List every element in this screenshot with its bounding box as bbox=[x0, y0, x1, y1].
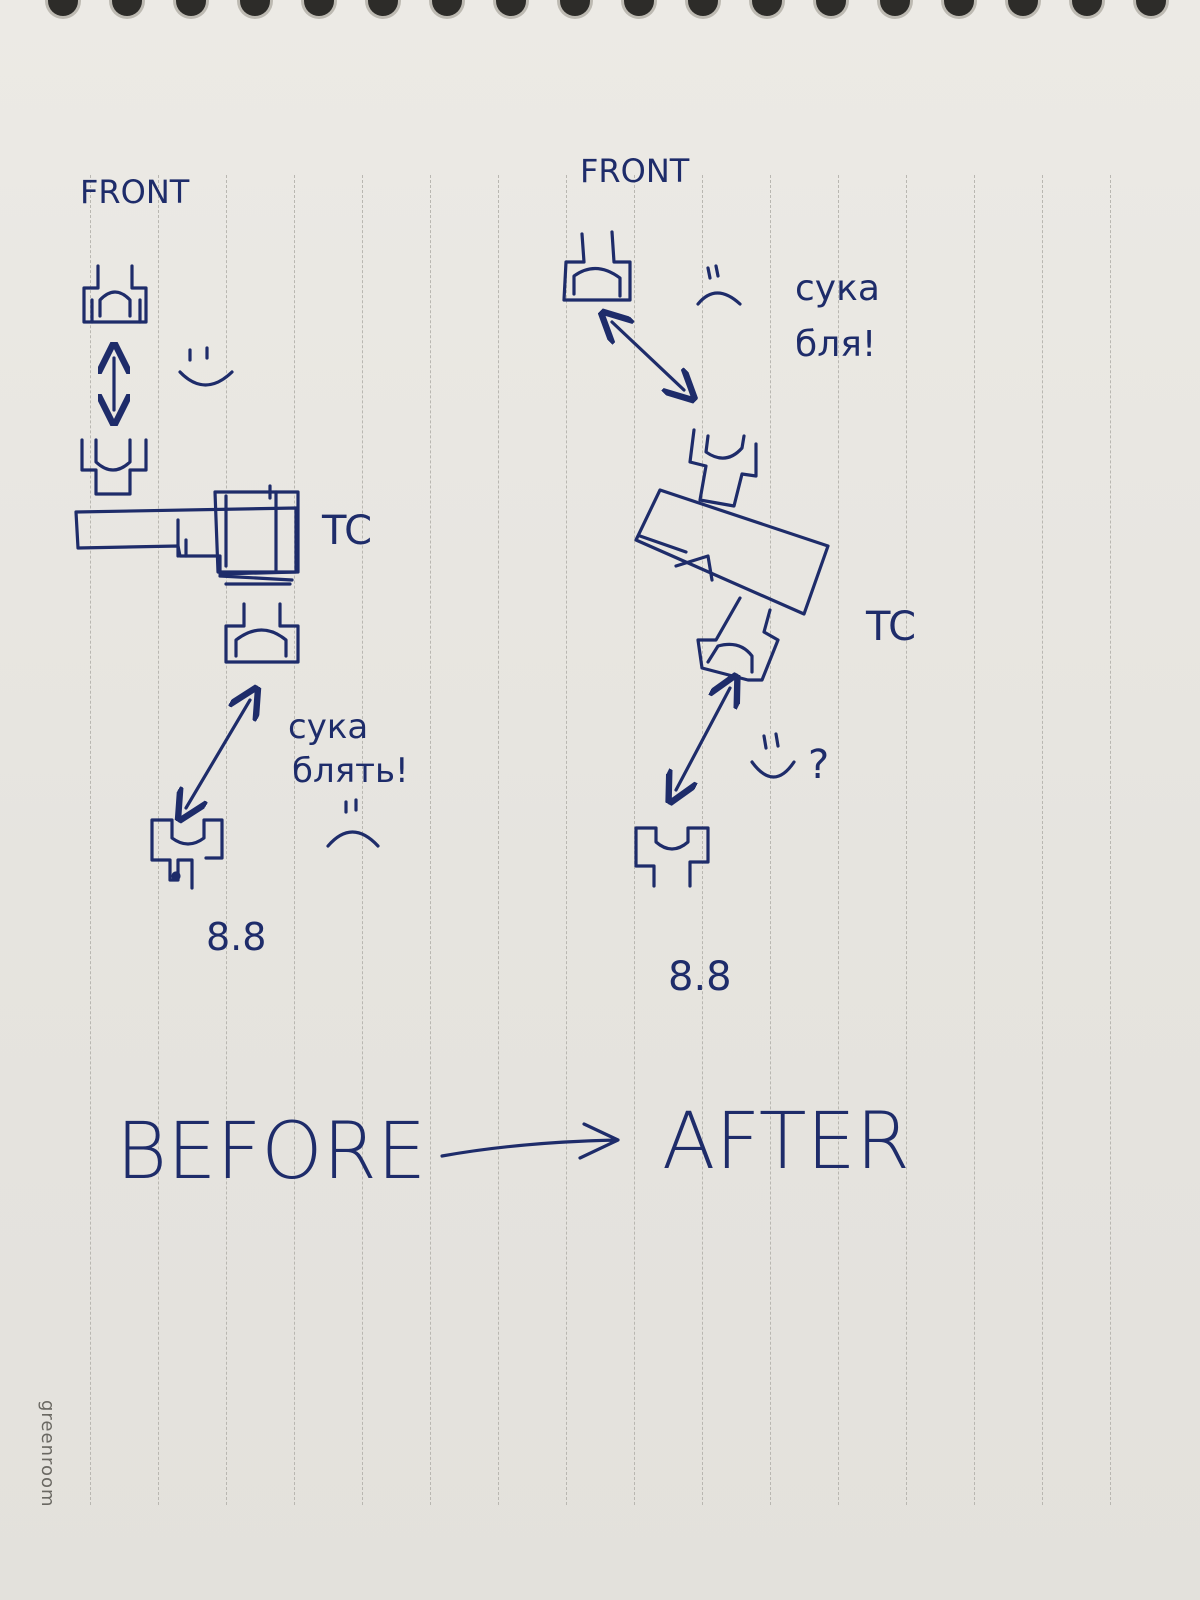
right-sad-face-icon bbox=[696, 264, 742, 306]
binding-ring bbox=[1072, 0, 1102, 16]
binding-ring bbox=[880, 0, 910, 16]
left-front-yoke-icon bbox=[82, 264, 148, 324]
right-bottom-yoke-icon bbox=[634, 826, 710, 888]
binding-ring bbox=[944, 0, 974, 16]
right-puzzled-smiley-icon bbox=[750, 732, 796, 779]
binding-ring bbox=[752, 0, 782, 16]
right-front-yoke-icon bbox=[562, 230, 632, 302]
guide-line bbox=[362, 175, 363, 1505]
notebook-brand: greenroom bbox=[4, 1400, 58, 1540]
binding-ring bbox=[496, 0, 526, 16]
right-lower-arrow bbox=[676, 688, 730, 790]
guide-line bbox=[974, 175, 975, 1505]
right-upper-arrow bbox=[612, 322, 684, 390]
binding-ring bbox=[240, 0, 270, 16]
guide-line bbox=[838, 175, 839, 1505]
binding-ring bbox=[176, 0, 206, 16]
guide-line bbox=[906, 175, 907, 1505]
after-label: AFTER bbox=[662, 1097, 910, 1187]
before-label: BEFORE bbox=[116, 1107, 426, 1197]
guide-line bbox=[1110, 175, 1111, 1505]
binding-ring bbox=[48, 0, 78, 16]
guide-line bbox=[1042, 175, 1043, 1505]
left-sad-face-icon bbox=[326, 798, 380, 848]
guide-line bbox=[226, 175, 227, 1505]
guide-line bbox=[566, 175, 567, 1505]
binding-ring bbox=[368, 0, 398, 16]
brand-name: greenroom bbox=[37, 1400, 58, 1508]
guide-line bbox=[158, 175, 159, 1505]
left-transfer-case-shaft bbox=[74, 506, 298, 576]
left-bolt-label: 8.8 bbox=[206, 915, 266, 959]
guide-line bbox=[702, 175, 703, 1505]
left-lower-arrow bbox=[186, 700, 250, 808]
binding-ring bbox=[112, 0, 142, 16]
binding-ring bbox=[432, 0, 462, 16]
right-exclaim-line2: бля! bbox=[795, 324, 876, 365]
left-front-label: FRONT bbox=[80, 173, 190, 211]
guide-line bbox=[294, 175, 295, 1505]
guide-line bbox=[498, 175, 499, 1505]
right-bolt-label: 8.8 bbox=[668, 954, 732, 1000]
right-front-label: FRONT bbox=[580, 152, 690, 190]
binding-ring bbox=[816, 0, 846, 16]
guide-line bbox=[430, 175, 431, 1505]
binding-ring bbox=[624, 0, 654, 16]
left-bottom-yoke-icon bbox=[150, 818, 224, 890]
right-transfer-case-shaft bbox=[634, 488, 830, 616]
right-shaft-yoke-icon bbox=[688, 428, 758, 508]
binding-ring bbox=[688, 0, 718, 16]
before-after-arrow bbox=[440, 1122, 620, 1160]
left-rear-yoke-icon bbox=[224, 602, 300, 664]
guide-line bbox=[770, 175, 771, 1505]
binding-ring bbox=[560, 0, 590, 16]
left-tc-label: TC bbox=[321, 508, 372, 554]
guide-line bbox=[90, 175, 91, 1505]
right-exclaim-line1: сука bbox=[795, 268, 880, 309]
binding-ring bbox=[304, 0, 334, 16]
binding-ring bbox=[1008, 0, 1038, 16]
binding-ring bbox=[1136, 0, 1166, 16]
right-tc-label: TC bbox=[865, 604, 916, 650]
right-rear-yoke-icon bbox=[696, 596, 780, 682]
left-exclaim-line2: блять! bbox=[292, 751, 409, 791]
left-shaft-yoke-icon bbox=[80, 438, 148, 496]
right-question-mark: ? bbox=[808, 742, 829, 788]
left-happy-smiley-icon bbox=[178, 346, 234, 387]
left-exclaim-line1: сука bbox=[288, 707, 368, 747]
